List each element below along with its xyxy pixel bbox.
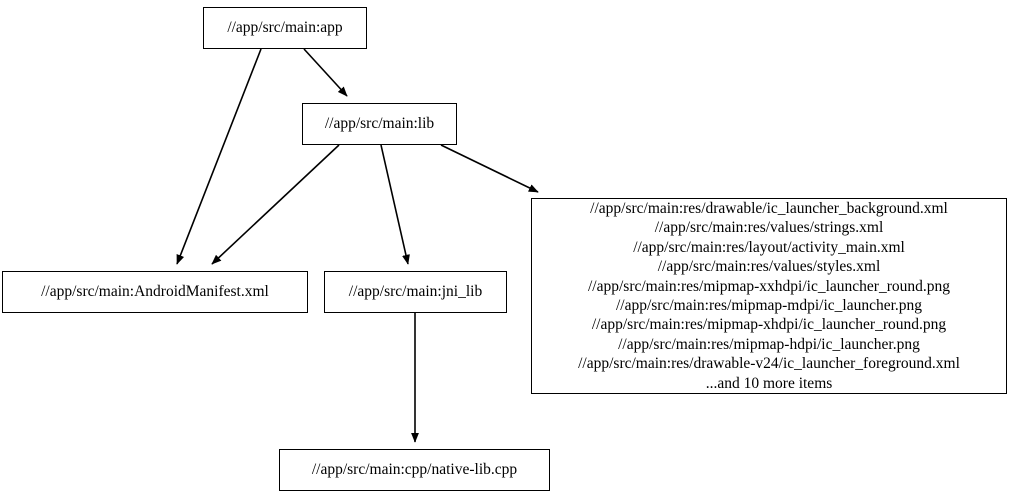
graph-node-app[interactable]: //app/src/main:app — [203, 7, 367, 49]
graph-node-lib-label: //app/src/main:lib — [324, 114, 435, 132]
edge-lib-to-res-bundle — [440, 144, 539, 193]
graph-node-native-lib-label: //app/src/main:cpp/native-lib.cpp — [311, 460, 518, 478]
edge-lib-to-jni-lib — [380, 144, 410, 265]
graph-node-app-label: //app/src/main:app — [227, 18, 343, 36]
graph-node-android-manifest-label: //app/src/main:AndroidManifest.xml — [41, 282, 269, 300]
graph-node-res-bundle[interactable]: //app/src/main:res/drawable/ic_launcher_… — [531, 198, 1007, 394]
graph-node-jni-lib-label: //app/src/main:jni_lib — [348, 282, 483, 300]
edge-app-to-manifest — [176, 48, 262, 265]
edge-lib-to-manifest — [211, 144, 340, 265]
graph-node-res-bundle-label: //app/src/main:res/drawable/ic_launcher_… — [578, 199, 960, 392]
graph-node-android-manifest[interactable]: //app/src/main:AndroidManifest.xml — [2, 271, 308, 313]
graph-node-lib[interactable]: //app/src/main:lib — [302, 103, 457, 145]
graph-node-jni-lib[interactable]: //app/src/main:jni_lib — [324, 271, 507, 313]
graph-node-native-lib[interactable]: //app/src/main:cpp/native-lib.cpp — [279, 449, 550, 491]
edge-app-to-lib — [303, 48, 348, 97]
